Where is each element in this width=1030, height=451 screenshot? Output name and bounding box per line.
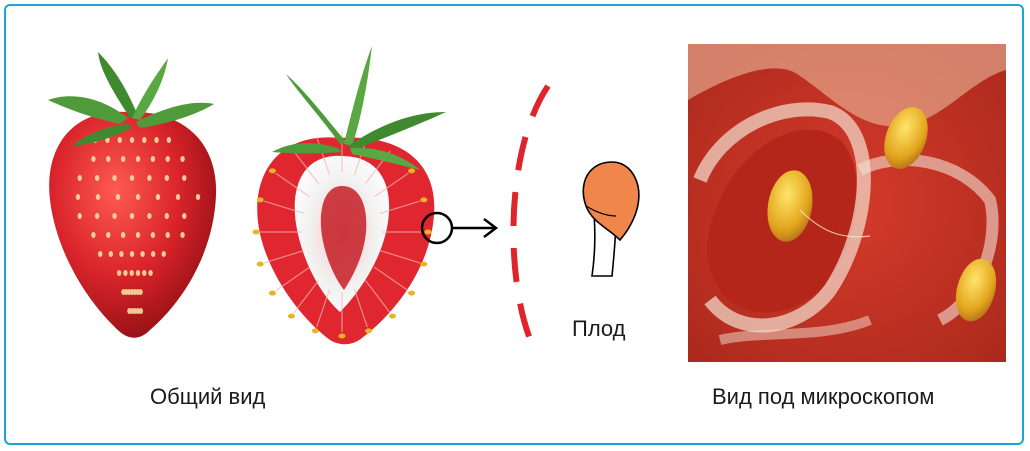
achene-seed <box>123 270 127 276</box>
achene-seed <box>119 251 123 257</box>
achene-seed <box>182 175 186 181</box>
achene-seed <box>136 270 140 276</box>
achene-seed <box>420 197 427 202</box>
achene-seed <box>312 328 319 333</box>
achene-seed <box>151 232 155 238</box>
achene-seed <box>165 213 169 219</box>
achene-seed <box>176 194 180 200</box>
achene-seed <box>130 137 134 143</box>
achene-fruit-diagram <box>583 162 639 276</box>
achene-seed <box>408 168 415 173</box>
achene-seed <box>339 334 346 339</box>
achene-seed <box>142 270 146 276</box>
achene-seed <box>166 232 170 238</box>
achene-seed <box>162 251 166 257</box>
achene-seed <box>140 251 144 257</box>
achene-seed <box>76 194 80 200</box>
achene-seed <box>91 156 95 162</box>
achene-seed <box>154 137 158 143</box>
achene-seed <box>420 262 427 267</box>
achene-seed <box>98 251 102 257</box>
achene-seed <box>269 168 276 173</box>
achene-seed <box>118 137 122 143</box>
achene-seed <box>365 328 372 333</box>
achene-seed <box>130 175 134 181</box>
achene-seed <box>109 251 113 257</box>
achene-seed <box>95 175 99 181</box>
microscope-photo <box>688 44 1006 362</box>
achene-seed <box>136 156 140 162</box>
achene-seed <box>151 156 155 162</box>
achene-seed <box>269 291 276 296</box>
achene-seed <box>147 213 151 219</box>
achene-seed <box>121 156 125 162</box>
achene-seed <box>182 213 186 219</box>
achene-seed <box>136 194 140 200</box>
achene-seed <box>95 213 99 219</box>
achene-seed <box>389 314 396 319</box>
achene-seed <box>165 175 169 181</box>
achene-seed <box>180 156 184 162</box>
achene-seed <box>408 291 415 296</box>
achene-seed <box>117 270 121 276</box>
achene-seed <box>96 194 100 200</box>
achene-seed <box>166 156 170 162</box>
general-view-caption: Общий вид <box>150 384 265 410</box>
achene-seed <box>121 232 125 238</box>
achene-seed <box>91 232 95 238</box>
cut-strawberry <box>253 46 447 344</box>
achene-seed <box>257 262 264 267</box>
achene-seed <box>138 289 142 295</box>
achene-seed <box>151 251 155 257</box>
achene-seed <box>112 175 116 181</box>
microscope-view-caption: Вид под микроскопом <box>712 384 934 410</box>
achene-seed <box>196 194 200 200</box>
achene-seed <box>130 213 134 219</box>
achene-seed <box>116 194 120 200</box>
achene-seed <box>156 194 160 200</box>
achene-seed <box>139 308 143 314</box>
achene-seed <box>130 270 134 276</box>
achene-seed <box>106 232 110 238</box>
achene-seed <box>425 230 432 235</box>
achene-seed <box>167 137 171 143</box>
achene-seed <box>147 175 151 181</box>
achene-seed <box>136 232 140 238</box>
achene-seed <box>257 197 264 202</box>
achene-seed <box>78 175 82 181</box>
achene-seed <box>142 137 146 143</box>
achene-seed <box>78 213 82 219</box>
whole-strawberry <box>48 52 216 338</box>
fruit-caption: Плод <box>572 316 626 342</box>
achene-seed <box>130 251 134 257</box>
achene-seed <box>148 270 152 276</box>
strawberry-surface-arc <box>513 86 548 344</box>
achene-seed <box>106 156 110 162</box>
achene-seed <box>288 314 295 319</box>
achene-seed <box>180 232 184 238</box>
achene-seed <box>112 213 116 219</box>
achene-seed <box>253 230 260 235</box>
